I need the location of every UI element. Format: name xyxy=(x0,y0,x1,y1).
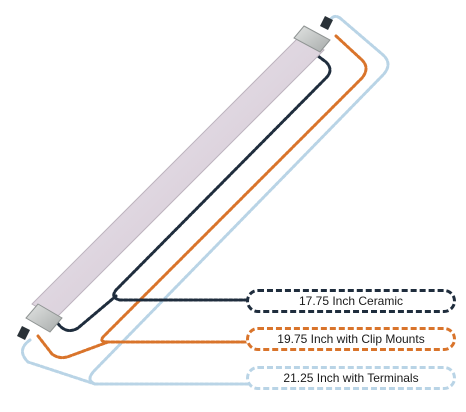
heating-element-tube xyxy=(17,16,333,340)
top-terminal-pin xyxy=(320,16,333,30)
ceramic-tube xyxy=(31,35,325,319)
top-end-cap xyxy=(293,25,331,53)
clip-mounts-dimension-line xyxy=(100,34,368,344)
ceramic-dimension-line xyxy=(112,54,332,302)
ceramic-dimension-line-left xyxy=(46,294,118,333)
bottom-terminal-pin xyxy=(17,326,30,340)
clip-mounts-length-label: 19.75 Inch with Clip Mounts xyxy=(246,327,456,351)
ceramic-length-label: 17.75 Inch Ceramic xyxy=(246,289,456,313)
terminals-length-label: 21.25 Inch with Terminals xyxy=(246,366,456,390)
bottom-end-cap xyxy=(25,303,63,333)
clip-mounts-dimension-line-left xyxy=(36,334,110,360)
